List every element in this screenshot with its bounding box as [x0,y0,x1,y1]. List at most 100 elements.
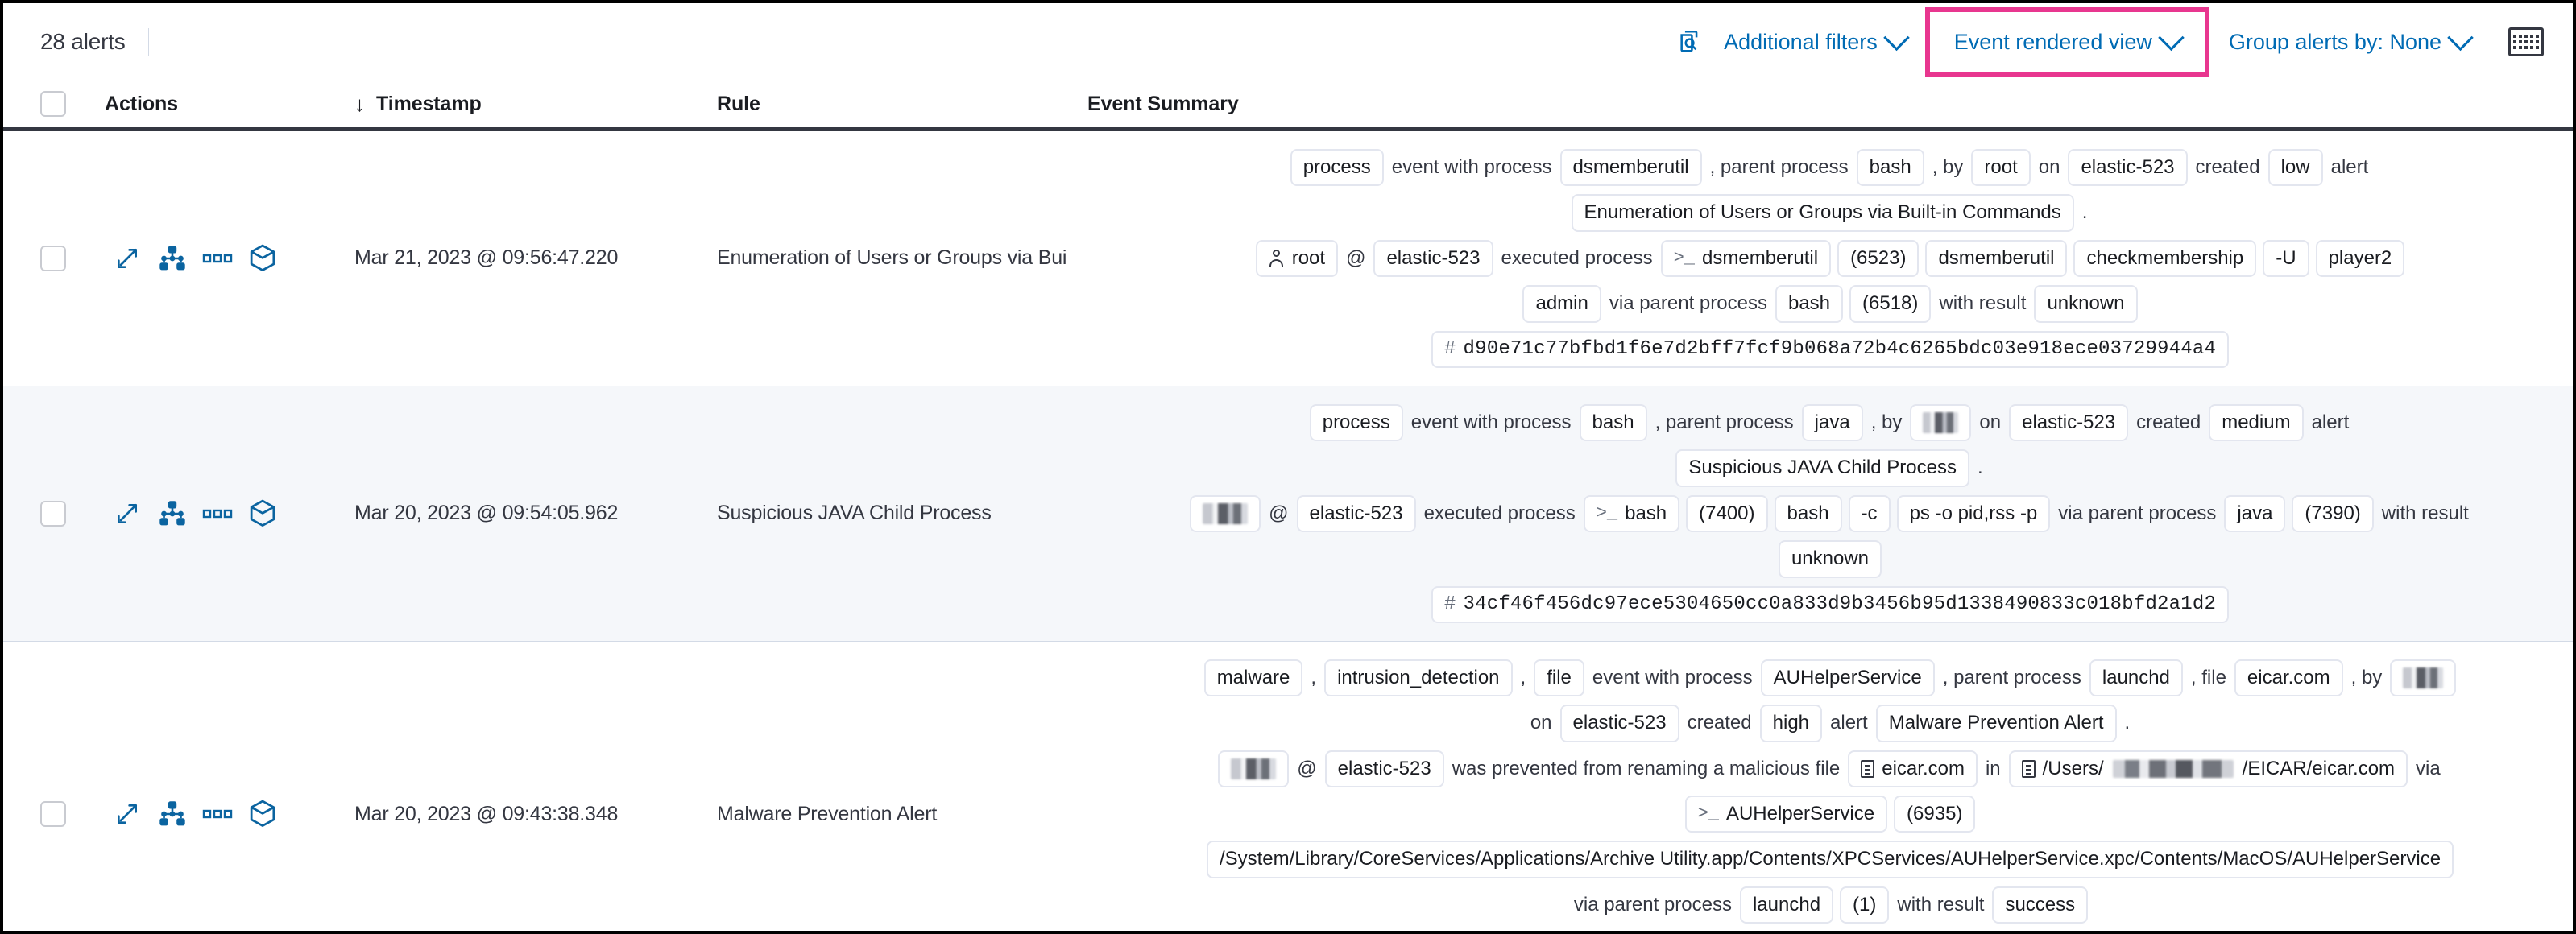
summary-chip-user[interactable]: root [1255,239,1339,278]
summary-chip[interactable]: java [2224,494,2286,533]
summary-chip-redacted-user[interactable] [2390,659,2457,697]
summary-chip[interactable]: Malware Prevention Alert [1875,705,2117,742]
header-event-summary-column[interactable]: Event Summary [1087,93,2573,116]
summary-chip[interactable]: bash [1579,403,1647,442]
analyzer-icon[interactable] [150,796,195,832]
row-actions-cell [40,241,354,276]
summary-chip[interactable]: -c [1848,494,1891,533]
summary-chip-file-path[interactable]: /Users//EICAR/eicar.com [2008,750,2408,788]
summary-chip-redacted-user[interactable] [1190,494,1261,532]
analyzer-icon[interactable] [150,496,195,531]
more-actions-icon[interactable] [195,241,240,276]
table-row[interactable]: Mar 20, 2023 @ 09:54:05.962 Suspicious J… [3,386,2573,642]
summary-chip[interactable]: elastic-523 [1559,705,1679,742]
inspect-magnifier-icon[interactable] [1669,20,1713,64]
expand-icon[interactable] [105,796,150,832]
summary-chip[interactable]: (1) [1840,886,1890,924]
summary-text: , [1520,666,1526,688]
more-actions-icon[interactable] [195,496,240,531]
summary-chip[interactable]: elastic-523 [2009,403,2129,442]
console-icon: >_ [1596,502,1618,523]
summary-chip[interactable]: java [1801,403,1863,442]
summary-chip[interactable]: file [1534,659,1584,697]
keyboard-icon[interactable] [2508,27,2544,56]
summary-chip[interactable]: elastic-523 [1296,494,1416,533]
summary-chip[interactable]: success [1992,886,2089,924]
summary-chip[interactable]: Enumeration of Users or Groups via Built… [1571,194,2074,232]
summary-chip[interactable]: dsmemberutil [1559,149,1702,187]
summary-chip-redacted-user[interactable] [1218,750,1290,787]
summary-line: /System/Library/CoreServices/Application… [1095,841,2565,878]
row-timestamp: Mar 20, 2023 @ 09:43:38.348 [354,802,619,825]
summary-chip[interactable]: -U [2263,239,2309,278]
summary-chip[interactable]: elastic-523 [1373,239,1493,278]
additional-filters-dropdown[interactable]: Additional filters [1713,23,1917,61]
summary-chip-process[interactable]: >_dsmemberutil [1660,239,1832,278]
summary-chip[interactable]: high [1759,705,1823,742]
summary-chip[interactable]: bash [1775,285,1844,323]
summary-chip[interactable]: unknown [2034,285,2138,323]
header-rule-column[interactable]: Rule [717,93,1087,116]
summary-chip[interactable]: root [1971,149,2031,187]
summary-chip[interactable]: launchd [2089,659,2183,697]
table-row[interactable]: Mar 20, 2023 @ 09:43:38.348 Malware Prev… [3,642,2573,931]
more-actions-icon[interactable] [195,796,240,832]
summary-chip[interactable]: (6523) [1837,239,1920,278]
summary-chip[interactable]: /System/Library/CoreServices/Application… [1206,841,2454,878]
summary-text: , by [1870,411,1903,433]
hash-icon: # [1443,593,1456,615]
summary-chip-process[interactable]: >_bash [1583,494,1680,533]
summary-chip[interactable]: (7400) [1686,494,1768,533]
summary-chip[interactable]: player2 [2315,239,2405,278]
header-timestamp-label: Timestamp [376,92,482,115]
summary-chip[interactable]: (6518) [1849,285,1932,323]
summary-chip-hash[interactable]: #d90e71c77bfbd1f6e7d2bff7fcf9b068a72b4c6… [1431,330,2230,368]
session-view-icon[interactable] [240,241,285,276]
row-rule-name: Enumeration of Users or Groups via Bui [717,246,1067,270]
row-select-checkbox[interactable] [40,245,66,271]
summary-chip[interactable]: dsmemberutil [1925,239,2068,278]
select-all-checkbox[interactable] [40,91,66,117]
summary-line: #34cf46f456dc97ece5304650cc0a833d9b3456b… [1095,585,2565,623]
session-view-icon[interactable] [240,796,285,832]
header-timestamp-column[interactable]: ↓ Timestamp [354,93,717,116]
summary-chip[interactable]: process [1290,149,1384,187]
summary-chip-redacted-user[interactable] [1910,404,1972,442]
summary-chip[interactable]: low [2267,149,2323,187]
group-alerts-by-dropdown[interactable]: Group alerts by: None [2218,23,2481,61]
summary-chip[interactable]: malware [1203,659,1303,697]
summary-chip-hash[interactable]: #34cf46f456dc97ece5304650cc0a833d9b3456b… [1431,585,2230,623]
summary-chip[interactable]: ps -o pid,rss -p [1896,494,2051,533]
session-view-icon[interactable] [240,496,285,531]
summary-chip[interactable]: admin [1522,285,1601,323]
summary-chip[interactable]: process [1309,403,1403,442]
summary-chip[interactable]: medium [2209,403,2304,442]
summary-chip[interactable]: elastic-523 [2068,149,2188,187]
summary-chip-file[interactable]: eicar.com [1848,750,1978,788]
summary-chip[interactable]: bash [1856,149,1924,187]
summary-chip[interactable]: elastic-523 [1324,750,1444,788]
analyzer-icon[interactable] [150,241,195,276]
row-actions-cell [40,796,354,832]
expand-icon[interactable] [105,241,150,276]
summary-chip[interactable]: AUHelperService [1760,659,1935,697]
summary-chip[interactable]: launchd [1739,886,1834,924]
summary-chip[interactable]: (6935) [1894,796,1976,833]
summary-chip[interactable]: (7390) [2292,494,2374,533]
row-select-checkbox[interactable] [40,801,66,828]
summary-chip[interactable]: unknown [1778,540,1882,578]
expand-icon[interactable] [105,496,150,531]
summary-chip[interactable]: checkmembership [2073,239,2257,278]
summary-chip[interactable]: eicar.com [2234,659,2343,697]
table-row[interactable]: Mar 21, 2023 @ 09:56:47.220 Enumeration … [3,131,2573,386]
row-select-checkbox[interactable] [40,500,66,527]
event-rendered-view-dropdown[interactable]: Event rendered view [1943,23,2192,61]
summary-chip[interactable]: bash [1774,494,1842,533]
summary-chip[interactable]: intrusion_detection [1324,659,1513,697]
summary-chip[interactable]: Suspicious JAVA Child Process [1675,449,1969,487]
summary-chip-process[interactable]: >_AUHelperService [1684,796,1888,833]
